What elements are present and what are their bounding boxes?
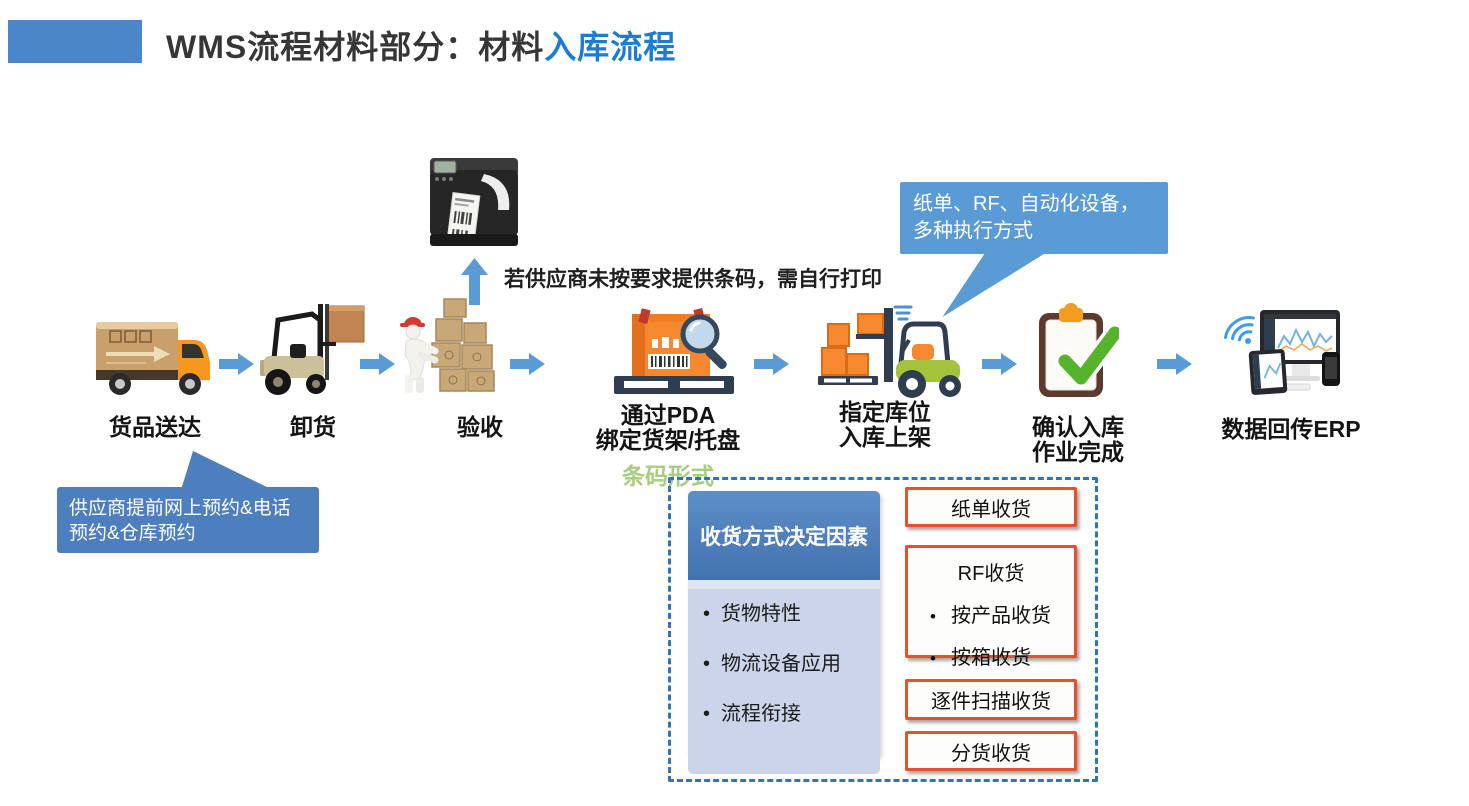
method-box-sort: 分货收货: [905, 731, 1077, 771]
flow-arrow-icon: [754, 352, 792, 378]
step-label-confirm: 确认入库 作业完成: [1003, 414, 1153, 466]
forklift-unload-icon: [252, 300, 367, 402]
step-label-line2: 绑定货架/托盘: [595, 427, 741, 454]
step-label-putaway: 指定库位 入库上架: [810, 399, 960, 451]
method-label: RF收货: [957, 563, 1025, 585]
step-label-pda: 通过PDA 绑定货架/托盘 条码形式: [578, 402, 758, 491]
factor-card: 收货方式决定因素 货物特性 物流设备应用 流程衔接: [688, 491, 880, 774]
factor-item: 流程衔接: [703, 697, 880, 726]
step-label-line1: 指定库位: [839, 399, 931, 425]
up-arrow-icon: [461, 258, 488, 305]
factor-item: 货物特性: [703, 597, 880, 626]
factor-card-body: 货物特性 物流设备应用 流程衔接: [688, 580, 880, 774]
step-label-line1: 确认入库: [1032, 414, 1124, 440]
putaway-forklift-icon: [816, 302, 968, 407]
method-label: 逐件扫描收货: [931, 691, 1051, 713]
step-label-line1: 通过PDA: [620, 402, 716, 428]
step-label-line2: 入库上架: [839, 424, 931, 451]
page-title: WMS流程材料部分：材料入库流程: [166, 22, 676, 68]
flow-arrow-icon: [360, 352, 398, 378]
method-label: 分货收货: [951, 742, 1031, 765]
flow-arrow-icon: [1157, 352, 1195, 378]
appointment-callout: 供应商提前网上预约&电话预约&仓库预约: [57, 487, 319, 553]
factor-item: 物流设备应用: [703, 647, 880, 676]
step-label-inspect: 验收: [457, 414, 503, 440]
title-highlight: 入库流程: [544, 29, 677, 65]
title-accent-bar: [8, 20, 142, 63]
step-label-erp: 数据回传ERP: [1221, 416, 1361, 442]
flow-arrow-icon: [510, 352, 548, 378]
step-label-delivery: 货品送达: [109, 414, 201, 440]
method-box-paper: 纸单收货: [905, 487, 1077, 527]
method-box-scan: 逐件扫描收货: [905, 679, 1077, 720]
step-label-line2: 作业完成: [1032, 439, 1124, 466]
method-sub-item: 按产品收货: [908, 599, 1074, 628]
label-printer-icon: [424, 146, 526, 256]
printer-note: 若供应商未按要求提供条码，需自行打印: [504, 268, 882, 291]
delivery-truck-icon: [92, 314, 210, 403]
factor-card-header: 收货方式决定因素: [688, 491, 880, 580]
flow-arrow-icon: [982, 352, 1020, 378]
pda-scan-box-icon: [612, 302, 736, 407]
worker-boxes-icon: [396, 295, 508, 402]
clipboard-check-icon: [1035, 303, 1125, 406]
callout-tail: [181, 451, 271, 489]
flow-arrow-icon: [219, 352, 257, 378]
receiving-decision-panel: [668, 477, 1098, 782]
method-box-rf: RF收货 按产品收货 按箱收货: [905, 545, 1077, 669]
erp-devices-icon: [1223, 306, 1344, 403]
title-text: WMS流程材料部分：材料: [166, 29, 545, 65]
method-sub-item: 按箱收货: [908, 641, 1074, 670]
execution-modes-callout: 纸单、RF、自动化设备，多种执行方式: [900, 182, 1168, 254]
method-label: 纸单收货: [951, 498, 1031, 521]
step-label-unload: 卸货: [290, 414, 336, 440]
